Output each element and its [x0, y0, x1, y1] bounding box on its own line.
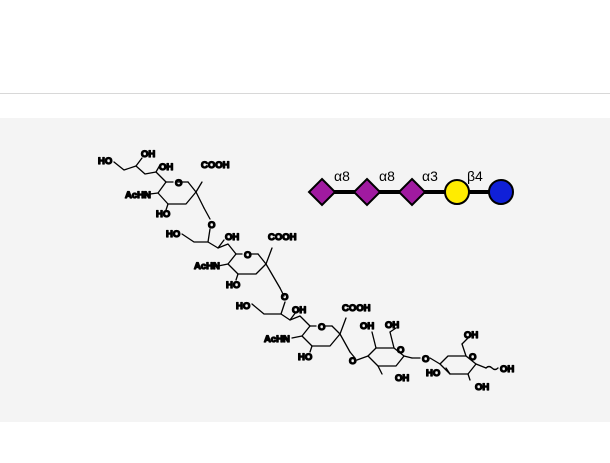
linkage-label: α8 [334, 168, 350, 184]
glc-circle [488, 179, 514, 205]
label-link-o: O [281, 292, 288, 303]
label-ho: HO [226, 280, 240, 291]
linkage-label: α8 [379, 168, 395, 184]
label-ho: HO [426, 368, 440, 379]
label-achn: AcHN [194, 261, 220, 272]
gal-circle [444, 179, 470, 205]
label-link-o: O [349, 356, 356, 367]
label-ho: HO [166, 229, 180, 240]
label-link-o: O [208, 220, 215, 231]
label-oh: OH [292, 305, 306, 316]
label-cooh: COOH [268, 232, 297, 243]
figure-panel: HO OH OH COOH AcHN HO O O HO OH COOH [0, 118, 610, 422]
sialic-acid-unit-2: HO OH COOH AcHN HO O O [165, 228, 297, 304]
label-achn: AcHN [264, 334, 290, 345]
glucose-unit: OH O HO OH OH [425, 329, 515, 393]
label-ho: HO [156, 209, 170, 220]
neu5ac-diamond-3 [397, 177, 427, 207]
label-oh: OH [159, 162, 173, 173]
label-oh: OH [395, 373, 409, 384]
label-oh: OH [141, 149, 155, 160]
structure-figure: HO OH OH COOH AcHN HO O O HO OH COOH [97, 148, 515, 393]
label-oh: OH [475, 382, 489, 393]
top-divider [0, 93, 610, 94]
label-oh: OH [464, 330, 478, 341]
label-oh: OH [385, 320, 399, 331]
label-cooh: COOH [342, 303, 371, 314]
galactose-unit: OH OH O OH O [356, 319, 430, 385]
label-link-o: O [422, 354, 429, 365]
linkage-label: β4 [467, 168, 483, 184]
neu5ac-diamond-2 [352, 177, 382, 207]
label-ring-o: O [244, 250, 251, 261]
label-achn: AcHN [125, 190, 151, 201]
glycan-symbol-chain: α8 α8 α3 β4 [307, 168, 514, 207]
label-cooh: COOH [201, 160, 230, 171]
label-ring-o: O [175, 178, 182, 189]
label-oh: OH [360, 321, 374, 332]
label-oh: OH [500, 364, 514, 375]
label-ring-o: O [397, 345, 404, 356]
sialic-acid-unit-1: HO OH OH COOH AcHN HO O O [97, 148, 230, 231]
label-ring-o: O [318, 322, 325, 333]
label-ho: HO [236, 301, 250, 312]
chemical-structure: HO OH OH COOH AcHN HO O O HO OH COOH [97, 148, 515, 393]
label-oh: OH [225, 232, 239, 243]
linkage-label: α3 [422, 168, 438, 184]
neu5ac-diamond-1 [307, 177, 337, 207]
label-ho: HO [298, 352, 312, 363]
label-ring-o: O [469, 352, 476, 363]
label-ho: HO [98, 156, 112, 167]
sialic-acid-unit-3: HO OH COOH AcHN HO O O [235, 300, 371, 367]
